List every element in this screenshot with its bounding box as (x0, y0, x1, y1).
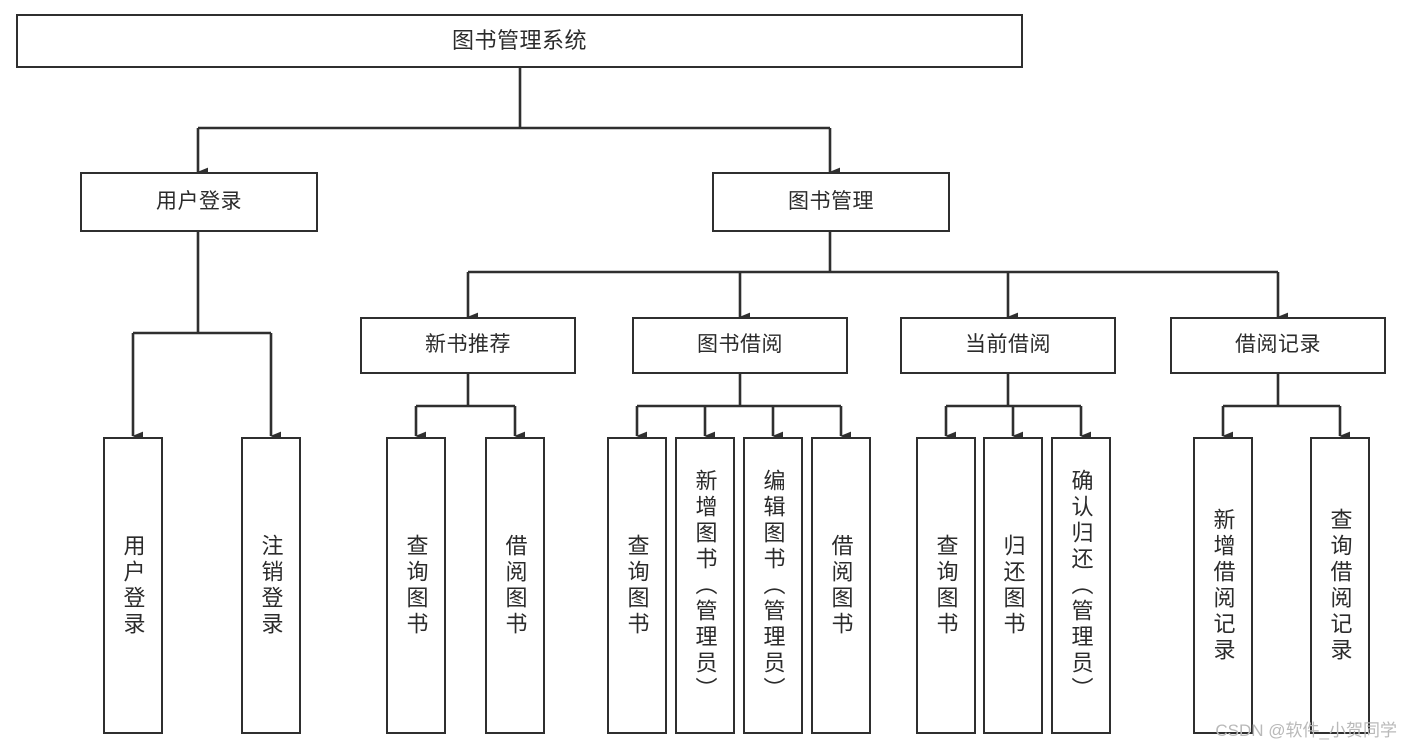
node-label: 查询图书 (933, 533, 959, 638)
node-label: 借阅图书 (502, 533, 528, 638)
node-label: 图书管理 (788, 189, 874, 213)
node-book-manage[interactable]: 图书管理 (712, 172, 950, 232)
node-new-book-recommend[interactable]: 新书推荐 (360, 317, 576, 374)
node-label: 编辑图书（管理员） (760, 468, 786, 703)
node-label: 新增借阅记录 (1210, 507, 1236, 664)
node-label: 图书借阅 (697, 333, 783, 357)
node-label: 查询借阅记录 (1327, 507, 1353, 664)
node-leaf-query-book-borrow[interactable]: 查询图书 (607, 437, 667, 734)
csdn-watermark: CSDN @软件_小贺同学 (1215, 721, 1397, 740)
node-user-login[interactable]: 用户登录 (80, 172, 318, 232)
node-leaf-add-borrow-record[interactable]: 新增借阅记录 (1193, 437, 1253, 734)
node-label: 新书推荐 (425, 333, 511, 357)
node-leaf-user-login[interactable]: 用户登录 (103, 437, 163, 734)
node-leaf-query-borrow-record[interactable]: 查询借阅记录 (1310, 437, 1370, 734)
node-leaf-confirm-return-admin[interactable]: 确认归还（管理员） (1051, 437, 1111, 734)
node-label: 用户登录 (156, 189, 242, 213)
node-leaf-add-book-admin[interactable]: 新增图书（管理员） (675, 437, 735, 734)
node-borrow-record[interactable]: 借阅记录 (1170, 317, 1386, 374)
node-label: 新增图书（管理员） (692, 468, 718, 703)
node-label: 注销登录 (258, 533, 284, 638)
node-current-borrow[interactable]: 当前借阅 (900, 317, 1116, 374)
node-root-book-management-system[interactable]: 图书管理系统 (16, 14, 1023, 68)
node-label: 当前借阅 (965, 333, 1051, 357)
node-label: 归还图书 (1000, 533, 1026, 638)
node-label: 查询图书 (403, 533, 429, 638)
node-leaf-borrow-book-borrow[interactable]: 借阅图书 (811, 437, 871, 734)
node-leaf-edit-book-admin[interactable]: 编辑图书（管理员） (743, 437, 803, 734)
node-label: 查询图书 (624, 533, 650, 638)
node-leaf-borrow-book-recommend[interactable]: 借阅图书 (485, 437, 545, 734)
node-label: 确认归还（管理员） (1068, 468, 1094, 703)
node-leaf-query-book-recommend[interactable]: 查询图书 (386, 437, 446, 734)
node-label: 借阅图书 (828, 533, 854, 638)
node-leaf-query-book-current[interactable]: 查询图书 (916, 437, 976, 734)
node-leaf-return-book[interactable]: 归还图书 (983, 437, 1043, 734)
node-label: 借阅记录 (1235, 333, 1321, 357)
node-label: 用户登录 (120, 533, 146, 638)
node-book-borrow[interactable]: 图书借阅 (632, 317, 848, 374)
node-label: 图书管理系统 (451, 28, 587, 54)
node-leaf-logout-login[interactable]: 注销登录 (241, 437, 301, 734)
